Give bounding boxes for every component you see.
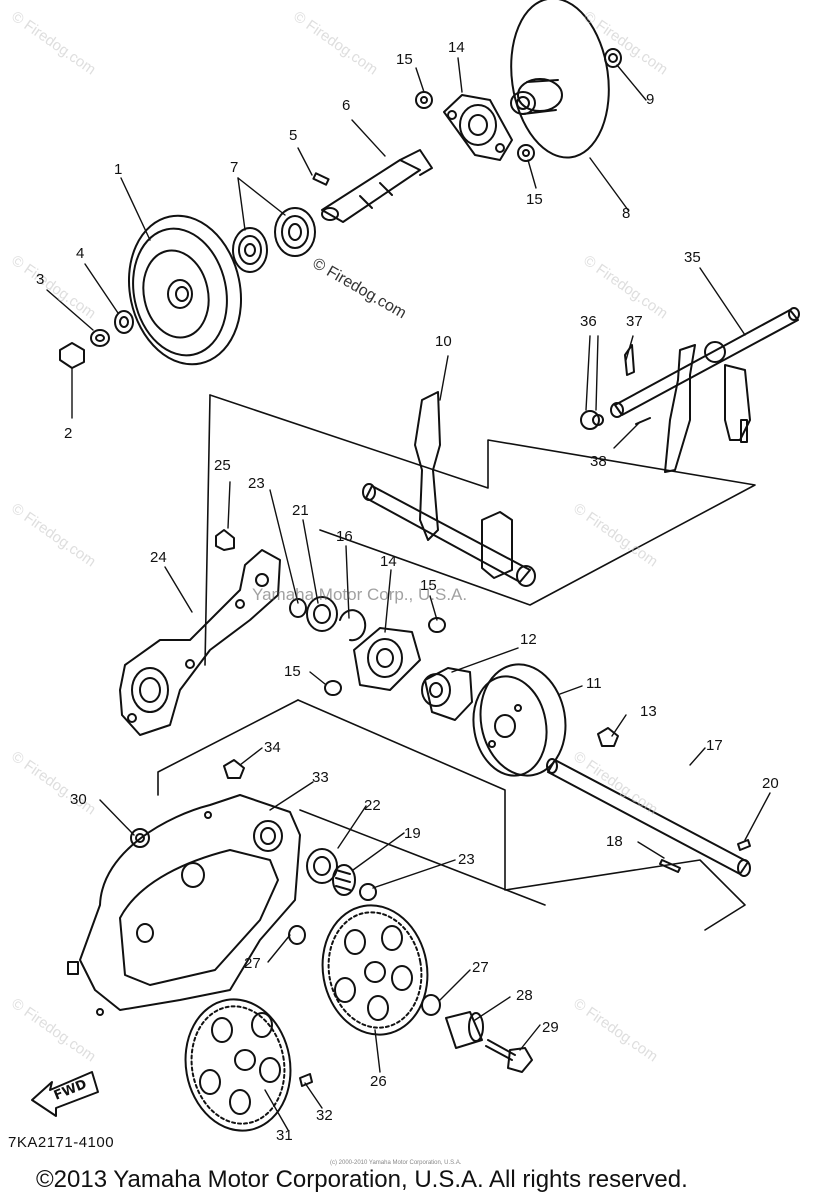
- part-number-callout: 13: [640, 703, 657, 720]
- part-number-callout: 5: [289, 127, 298, 144]
- support-plate-24: [119, 549, 281, 736]
- part-number-callout: 31: [276, 1127, 293, 1144]
- part-number-callout: 28: [516, 987, 533, 1004]
- part-number-callout: 21: [292, 502, 309, 519]
- part-number-callout: 38: [590, 453, 607, 470]
- shift-axle: [362, 483, 536, 587]
- part-number-callout: 29: [542, 1019, 559, 1036]
- key-20: [737, 839, 751, 851]
- part-number-callout: 2: [64, 425, 73, 442]
- part-number-callout: 37: [626, 313, 643, 330]
- tiny-copyright: (c) 2000-2010 Yamaha Motor Corporation, …: [330, 1160, 462, 1166]
- part-number-callout: 24: [150, 549, 167, 566]
- part-number-callout: 8: [622, 205, 631, 222]
- part-number-callout: 9: [646, 91, 655, 108]
- forward-arrow-icon: FWD: [31, 1071, 99, 1117]
- part-number-callout: 27: [472, 959, 489, 976]
- bolt-25: [215, 529, 235, 551]
- center-watermark-yamaha: Yamaha Motor Corp., U.S.A.: [252, 585, 468, 604]
- washer-15-upper: [415, 91, 535, 162]
- part-number-callout: 19: [404, 825, 421, 842]
- bolt-13: [597, 727, 619, 747]
- pin-18: [659, 859, 681, 873]
- bearing-stack-lower: [306, 848, 377, 901]
- part-number-callout: 20: [762, 775, 779, 792]
- driven-sheave-disc: [510, 0, 610, 159]
- key-32: [299, 1073, 313, 1087]
- part-number-callout: 14: [380, 553, 397, 570]
- sprocket-26: [321, 904, 429, 1036]
- bolt-34: [223, 759, 245, 779]
- part-number-callout: 15: [284, 663, 301, 680]
- part-number-callout: 11: [586, 675, 602, 692]
- part-number-callout: 17: [706, 737, 723, 754]
- part-number-callout: 16: [336, 528, 353, 545]
- part-number-callout: 36: [580, 313, 597, 330]
- part-number-callout: 4: [76, 245, 85, 262]
- bearing-7: [232, 207, 316, 273]
- bearing-holder-upper: [443, 94, 513, 161]
- part-number-callout: 1: [114, 161, 123, 178]
- part-number-callout: 34: [264, 739, 281, 756]
- part-number-callout: 6: [342, 97, 351, 114]
- part-number-callout: 27: [244, 955, 261, 972]
- part-number-callout: 25: [214, 457, 231, 474]
- part-number-callout: 15: [396, 51, 413, 68]
- part-number-callout: 14: [448, 39, 465, 56]
- drawing-code: 7KA2171-4100: [8, 1134, 115, 1151]
- assembly-frame-lines: [157, 394, 756, 931]
- shift-fork-assembly: [580, 307, 800, 473]
- part-number-callout: 32: [316, 1107, 333, 1124]
- brake-disc-11: [472, 663, 567, 777]
- primary-shaft: [321, 149, 433, 223]
- nut-9: [604, 48, 622, 68]
- grommet-30: [130, 828, 150, 848]
- part-number-callout: 22: [364, 797, 381, 814]
- sprocket-31: [184, 998, 292, 1132]
- case-cover: [67, 794, 301, 1016]
- secondary-shaft-17: [546, 758, 751, 877]
- part-number-callout: 33: [312, 769, 329, 786]
- drive-pulley: [127, 214, 243, 366]
- part-number-callout: 30: [70, 791, 87, 808]
- part-number-callout: 12: [520, 631, 537, 648]
- key-5: [312, 172, 330, 186]
- part-number-callout: 3: [36, 271, 45, 288]
- part-number-callout: 10: [435, 333, 452, 350]
- part-number-callout: 15: [420, 577, 437, 594]
- part-number-callout: 15: [526, 191, 543, 208]
- flange-12: [421, 667, 473, 721]
- bearing-stack-middle: [289, 596, 446, 696]
- part-number-callout: 23: [248, 475, 265, 492]
- part-number-callout: 18: [606, 833, 623, 850]
- part-number-callout: 35: [684, 249, 701, 266]
- part-number-callout: 7: [230, 159, 239, 176]
- bolt-29: [485, 1039, 533, 1073]
- part-number-callout: 23: [458, 851, 475, 868]
- collar-28: [445, 1011, 484, 1049]
- fastener-stack-2-3-4: [59, 310, 134, 369]
- part-number-callout: 26: [370, 1073, 387, 1090]
- copyright-footer: ©2013 Yamaha Motor Corporation, U.S.A. A…: [36, 1166, 688, 1193]
